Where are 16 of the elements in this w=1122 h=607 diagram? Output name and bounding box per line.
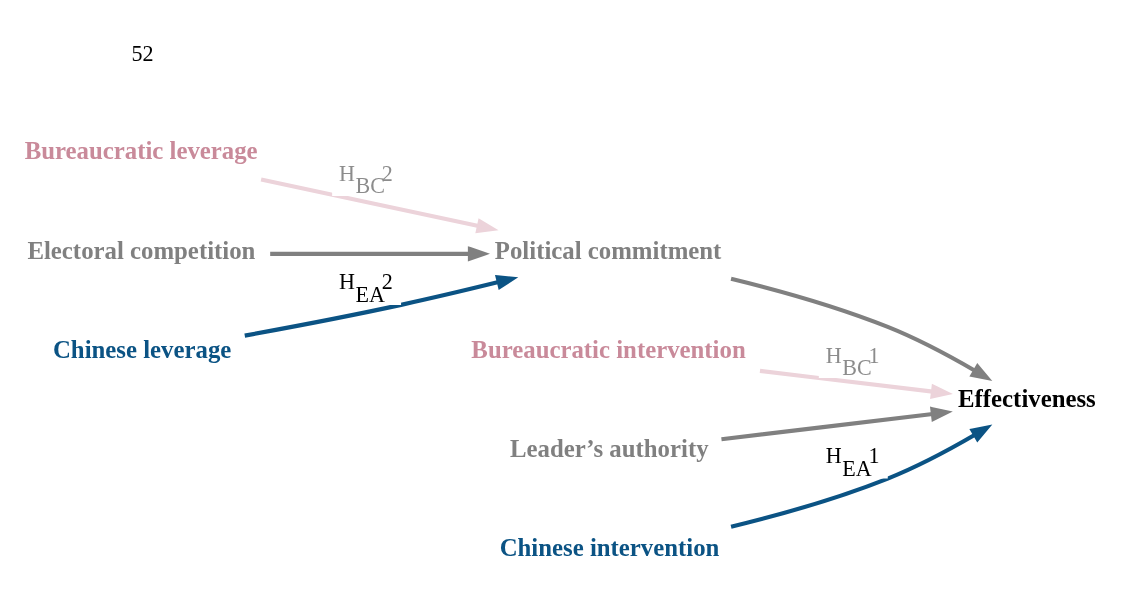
node-text: Chinese leverage: [52, 335, 232, 363]
node-text: Electoral competition: [27, 236, 256, 264]
node-text: Chinese intervention: [499, 534, 720, 562]
node-text: Political commitment: [494, 236, 722, 264]
arrow: [244, 275, 519, 338]
node-text: Effectiveness: [958, 385, 1096, 413]
label: 52: [131, 40, 154, 66]
node-text: Leader’s authority: [509, 435, 709, 463]
arrow: [730, 424, 993, 529]
arrow: [759, 368, 953, 400]
arrow: [270, 246, 490, 262]
node-text: Bureaucratic leverage: [24, 137, 258, 165]
arrow: [260, 177, 499, 234]
arrow: [721, 406, 953, 442]
node-text: Bureaucratic intervention: [471, 335, 746, 363]
arrow: [730, 276, 993, 382]
